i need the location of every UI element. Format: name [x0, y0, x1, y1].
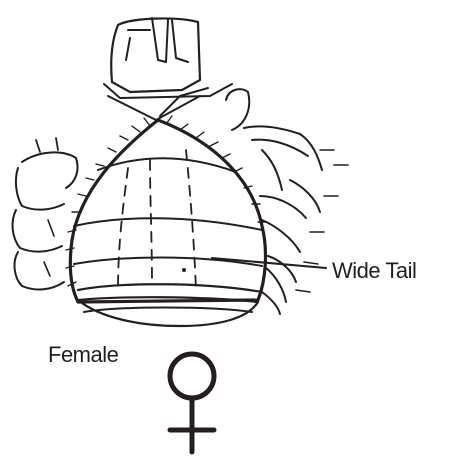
- wide-tail-label: Wide Tail: [332, 258, 416, 283]
- left-legs: [13, 138, 78, 289]
- female-label: Female: [48, 342, 119, 367]
- venus-female-symbol-icon: [170, 354, 214, 452]
- mouthparts: [104, 18, 232, 120]
- abdomen-wide-tail: [66, 116, 266, 326]
- right-legs: [226, 89, 348, 314]
